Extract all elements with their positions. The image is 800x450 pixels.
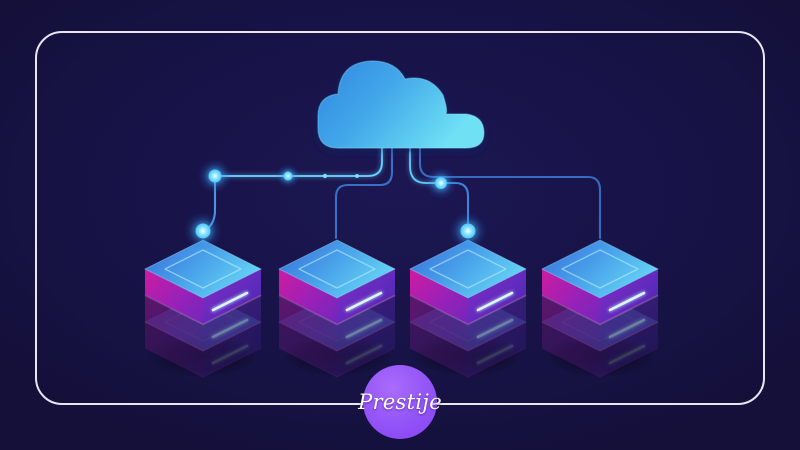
node-server-1-top [184, 212, 222, 250]
server-stack-4[interactable] [542, 240, 658, 377]
server-stack-2[interactable] [279, 240, 395, 377]
server-stacks [145, 240, 658, 377]
server-stack-3[interactable] [410, 240, 526, 377]
server-stack-1[interactable] [145, 240, 261, 377]
link-cloud-to-server-4 [418, 144, 602, 240]
cloud-icon [317, 60, 485, 149]
logo-text: Prestije [358, 389, 442, 414]
node-bus-right [425, 167, 457, 199]
link-dot-small-a [322, 173, 328, 179]
logo-circle [363, 365, 437, 439]
node-bus-left [198, 159, 232, 193]
link-dot-small-b [355, 174, 359, 178]
link-cloud-to-server-1 [201, 144, 384, 233]
link-cloud-to-server-2 [334, 144, 394, 240]
node-server-3-top [449, 212, 487, 250]
node-bus-mid [276, 164, 300, 188]
connection-lines [201, 144, 602, 240]
connection-nodes [184, 159, 487, 250]
link-cloud-to-server-1-glow [221, 145, 383, 177]
prestije-logo[interactable]: Prestije [358, 365, 442, 439]
